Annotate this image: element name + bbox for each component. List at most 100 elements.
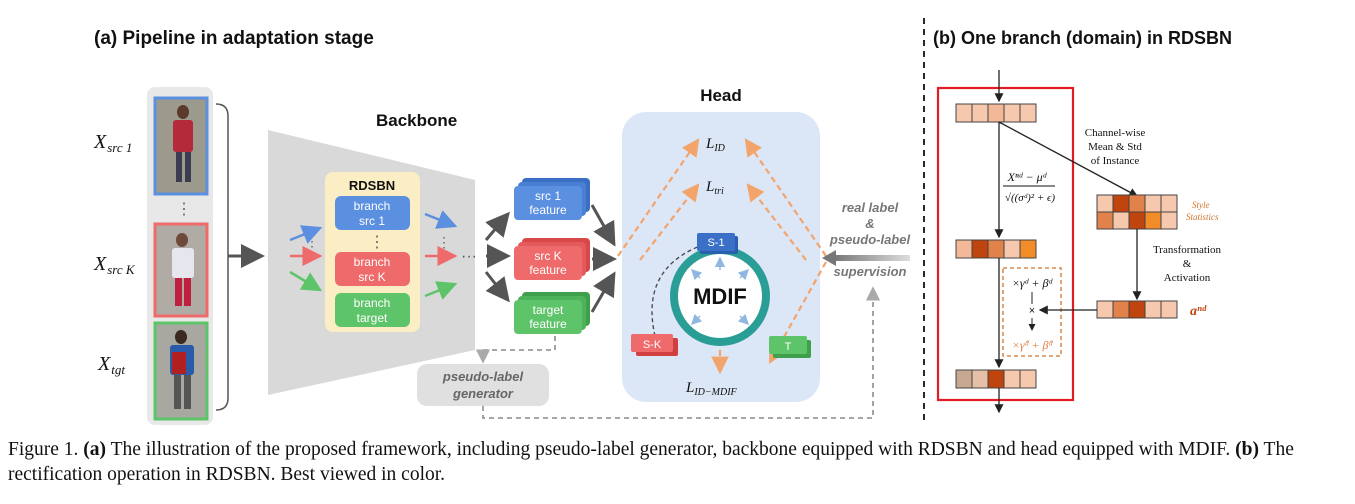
svg-text:target: target: [533, 303, 564, 317]
arrow-in-src1: [289, 225, 323, 244]
loss-id: LID: [705, 136, 726, 154]
a-label: aⁿᵈ: [1190, 304, 1207, 319]
person-image-srcK: [153, 222, 209, 318]
panel-b-title: (b) One branch (domain) in RDSBN: [933, 28, 1232, 48]
arrow-head-src1: [590, 204, 616, 247]
supervision-arrowhead: [822, 250, 836, 266]
arrow-in-target: [289, 270, 323, 292]
channel-note: Channel-wise Mean & Std of Instance: [1085, 127, 1146, 167]
supervision-arrow-bar: [834, 255, 910, 261]
arrow-head-target: [590, 271, 616, 313]
svg-text:src K: src K: [534, 249, 561, 263]
flow-to-style: [998, 121, 1139, 197]
caption-text-b: The rectification operation in RDSBN. Be…: [8, 439, 1294, 485]
hdots-backbone: ···: [461, 248, 477, 265]
panel-a-title: (a) Pipeline in adaptation stage: [94, 28, 374, 49]
svg-text:branch: branch: [354, 199, 391, 213]
svg-text:src 1: src 1: [535, 189, 561, 203]
arrow-out-target: [424, 281, 458, 300]
tag-sk: S-K: [631, 334, 678, 356]
svg-text:S-1: S-1: [707, 237, 724, 249]
feature-srcK: src K feature: [514, 238, 590, 280]
style-statistics-label: Style Statistics: [1186, 200, 1219, 222]
feature-src1: src 1 feature: [514, 178, 590, 220]
arrow-out-src1: [424, 210, 458, 229]
dashed-generator-to-supervision: [482, 286, 881, 419]
svg-text:branch: branch: [354, 296, 391, 310]
svg-text:real label: real label: [842, 200, 899, 215]
branch-frame: [936, 86, 1075, 402]
style-statistics-grid: [1096, 194, 1178, 230]
transform-note: Transformation & Activation: [1153, 244, 1222, 284]
mdif-dashed-arc: [651, 245, 701, 337]
branch-src1: branch src 1: [335, 196, 410, 230]
arrow-feat-target: [484, 271, 510, 303]
input-label-srcK: Xsrc K: [93, 253, 136, 277]
figure-caption: Figure 1. (a) The illustration of the pr…: [8, 437, 1308, 487]
input-bracket: [215, 103, 229, 411]
svg-text:Xⁿᵈ − μᵈ: Xⁿᵈ − μᵈ: [1007, 170, 1048, 184]
svg-text:target: target: [357, 311, 388, 325]
svg-text:generator: generator: [452, 386, 514, 401]
person-image-tgt: [153, 321, 209, 421]
mdif-inner-arrows: [690, 256, 750, 326]
svg-text:feature: feature: [529, 203, 567, 217]
pseudo-label-generator: pseudo-label generator: [417, 364, 549, 406]
svg-text:Mean & Std: Mean & Std: [1088, 141, 1142, 153]
supervision-label: real label & pseudo-label supervision: [829, 200, 911, 279]
svg-text:branch: branch: [354, 255, 391, 269]
norm-formula: Xⁿᵈ − μᵈ √((σᵈ)² + ϵ): [1003, 170, 1055, 204]
input-label-src1: Xsrc 1: [93, 131, 132, 155]
tag-s1: S-1: [697, 233, 738, 254]
caption-bold-b: (b): [1235, 439, 1260, 460]
feature-row-output: [955, 369, 1037, 389]
svg-text:Transformation: Transformation: [1153, 244, 1222, 256]
svg-text:src 1: src 1: [359, 214, 385, 228]
backbone-label: Backbone: [376, 111, 457, 130]
affine-2: ×γ̂ᵈ + β̂ᵈ: [1012, 338, 1054, 352]
mdif-label: MDIF: [693, 284, 747, 309]
svg-text:√((σᵈ)² + ϵ): √((σᵈ)² + ϵ): [1005, 192, 1056, 204]
svg-text:T: T: [785, 341, 792, 353]
branch-srcK: branch src K: [335, 252, 410, 286]
svg-text:supervision: supervision: [834, 264, 907, 279]
caption-prefix: Figure 1.: [8, 439, 84, 460]
svg-text:Style: Style: [1192, 200, 1210, 210]
dots-vertical-1: ⋮: [176, 201, 192, 218]
caption-bold-a: (a): [83, 439, 107, 460]
rdsbn-label: RDSBN: [349, 178, 395, 193]
svg-text:Statistics: Statistics: [1186, 212, 1219, 222]
svg-text:feature: feature: [529, 317, 567, 331]
loss-mdif: LID−MDIF: [685, 380, 738, 398]
svg-text:src K: src K: [358, 270, 385, 284]
branch-target: branch target: [335, 293, 410, 327]
svg-text:S-K: S-K: [643, 339, 662, 351]
svg-text:&: &: [1183, 258, 1192, 270]
svg-text:pseudo-label: pseudo-label: [442, 369, 524, 384]
feature-row-normalized: [955, 239, 1037, 259]
feature-row-input: [955, 103, 1037, 123]
svg-text:of Instance: of Instance: [1091, 155, 1140, 167]
tag-t: T: [769, 336, 811, 358]
dots-out: ⋮: [437, 234, 451, 250]
svg-text:&: &: [865, 216, 874, 231]
feature-target: target feature: [514, 292, 590, 334]
dots-branch: ⋮: [369, 234, 385, 251]
dots-in: ⋮: [305, 238, 319, 254]
affine-times: ×: [1029, 305, 1035, 317]
person-image-src1: [153, 96, 209, 196]
dashed-target-to-generator: [475, 336, 556, 364]
loss-tri: Ltri: [705, 179, 724, 197]
a-vector: [1096, 300, 1178, 319]
input-label-tgt: Xtgt: [97, 353, 125, 377]
svg-text:Activation: Activation: [1164, 272, 1211, 284]
svg-text:Channel-wise: Channel-wise: [1085, 127, 1146, 139]
framework-figure: (a) Pipeline in adaptation stage ⋮ Xsrc …: [93, 18, 1232, 425]
affine-box: [1002, 267, 1062, 357]
affine-1: ×γᵈ + βᵈ: [1012, 276, 1054, 290]
svg-text:pseudo-label: pseudo-label: [829, 232, 911, 247]
arrow-feat-src1: [484, 211, 510, 241]
head-label: Head: [700, 86, 742, 105]
svg-text:feature: feature: [529, 263, 567, 277]
caption-text-a: The illustration of the proposed framewo…: [106, 439, 1236, 460]
